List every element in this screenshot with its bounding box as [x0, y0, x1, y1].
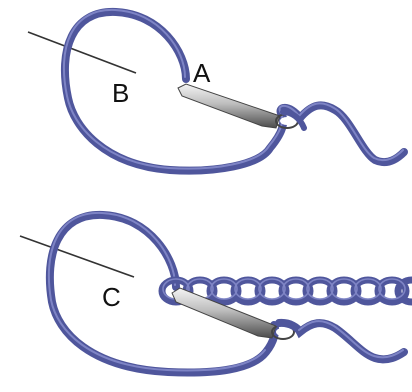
- label-b: B: [112, 78, 129, 108]
- needle-tip-line-top: [28, 32, 136, 73]
- bottom-illustration: C: [20, 213, 412, 373]
- top-illustration: A B: [28, 10, 404, 171]
- thread-tail-bottom: [279, 323, 404, 359]
- needle-tip-line-bottom: [20, 236, 134, 277]
- label-a: A: [193, 58, 211, 88]
- label-c: C: [102, 282, 121, 312]
